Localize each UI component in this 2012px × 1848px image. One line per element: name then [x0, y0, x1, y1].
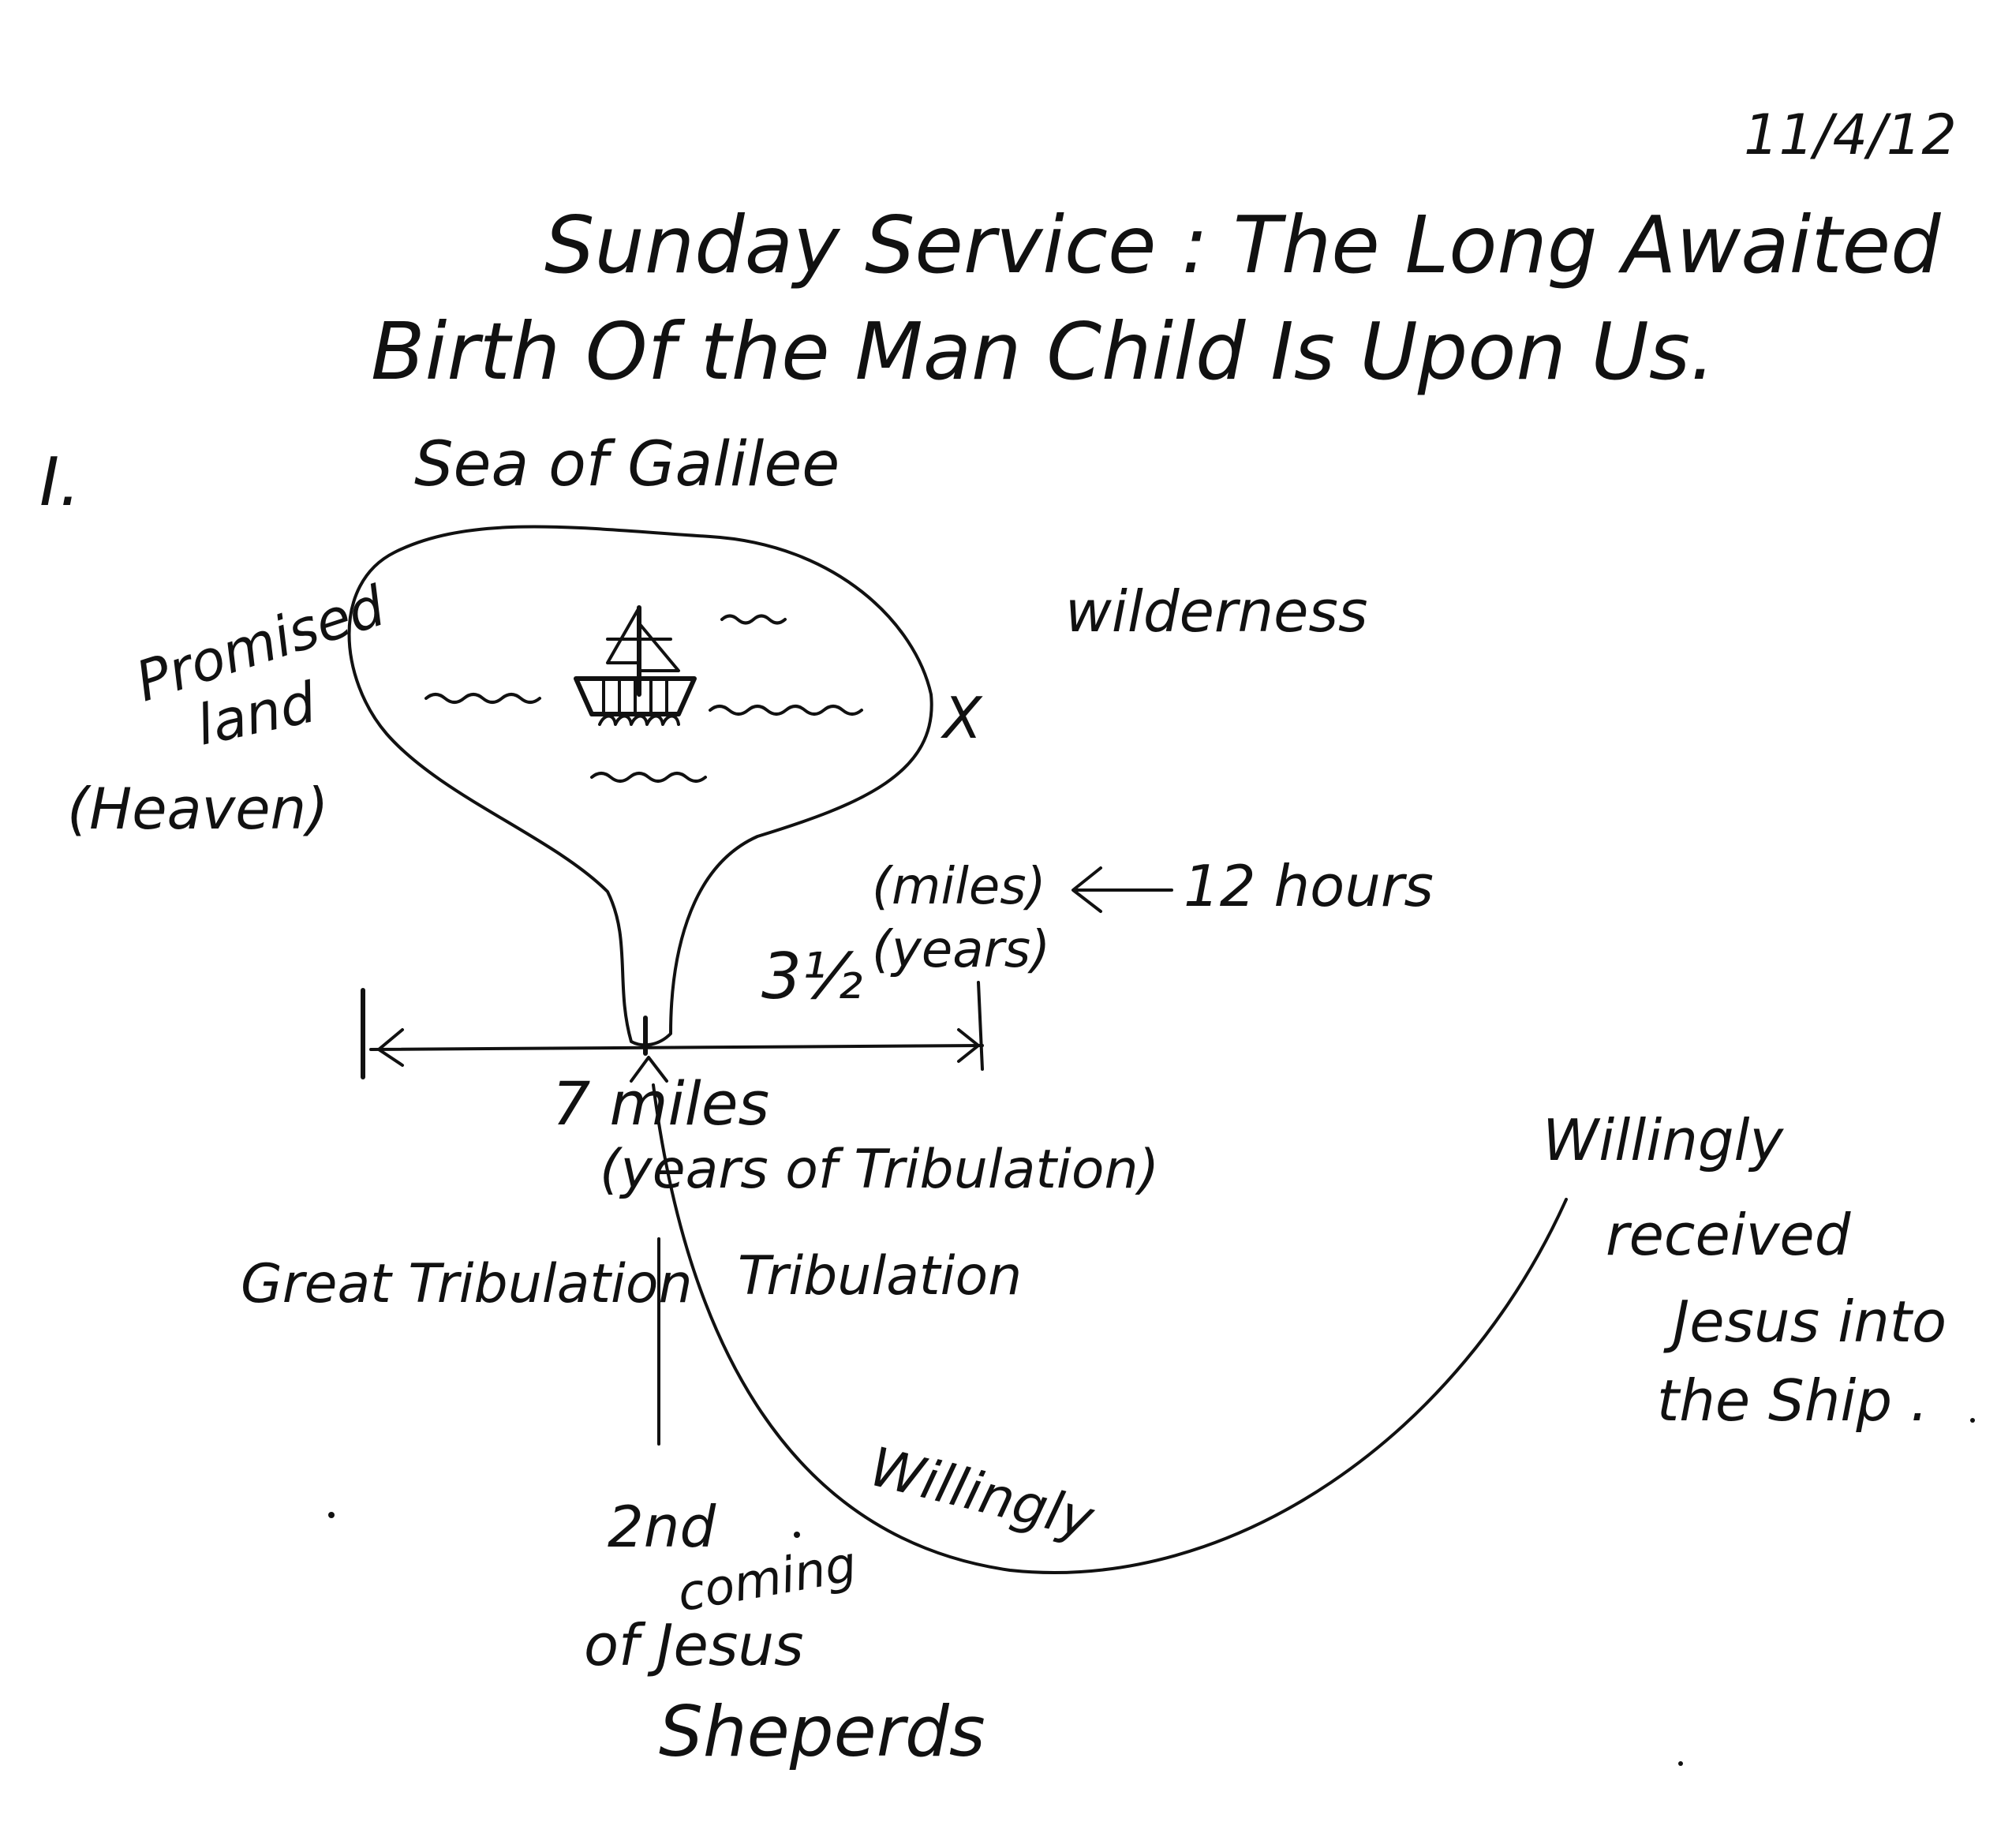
- of-jesus-label: of Jesus: [584, 1612, 803, 1678]
- ship-icon: [574, 605, 697, 726]
- title-line-1: Sunday Service : The Long Awaited: [544, 199, 1941, 291]
- great-tribulation-label: Great Tribulation: [241, 1253, 693, 1315]
- twelve-hours-label: 12 hours: [1184, 853, 1434, 919]
- wilderness-label: wilderness: [1065, 578, 1367, 645]
- section-numeral: I.: [39, 443, 80, 522]
- jesus-into-label: Jesus into: [1663, 1289, 1947, 1355]
- timeline: [361, 981, 984, 1083]
- wave-4: [720, 614, 787, 625]
- years-label: (years): [872, 921, 1050, 979]
- wave-2: [709, 705, 863, 716]
- second-label: 2nd: [608, 1494, 716, 1560]
- sea-of-galilee-label: Sea of Galilee: [414, 429, 840, 500]
- heaven-label: (Heaven): [67, 776, 328, 842]
- years-of-tribulation-label: (years of Tribulation): [600, 1139, 1159, 1201]
- stray-dot-2: [794, 1532, 800, 1538]
- willingly-right-label: Willingly: [1543, 1107, 1785, 1173]
- sheperds-label: Sheperds: [659, 1691, 985, 1772]
- miles-label: (miles): [872, 858, 1046, 916]
- tribulation-label: Tribulation: [738, 1245, 1022, 1307]
- sea-of-galilee-outline: [347, 525, 933, 1047]
- x-mark: X: [940, 685, 983, 751]
- stray-dot-3: [1678, 1761, 1683, 1766]
- willingly-curve-label: Willingly: [864, 1436, 1100, 1552]
- wave-3: [590, 772, 707, 783]
- stray-dot-4: [1970, 1418, 1975, 1423]
- three-and-half-label: 3½: [761, 940, 862, 1013]
- received-label: received: [1606, 1202, 1852, 1268]
- wave-1: [424, 693, 541, 704]
- arrow-12-hours-head: [1071, 866, 1102, 913]
- date-text: 11/4/12: [1744, 103, 1957, 167]
- the-ship-label: the Ship .: [1657, 1367, 1928, 1434]
- stray-dot-1: [328, 1512, 335, 1518]
- willingly-curve: [652, 1083, 1568, 1574]
- title-line-2: Birth Of the Man Child Is Upon Us.: [371, 305, 1715, 398]
